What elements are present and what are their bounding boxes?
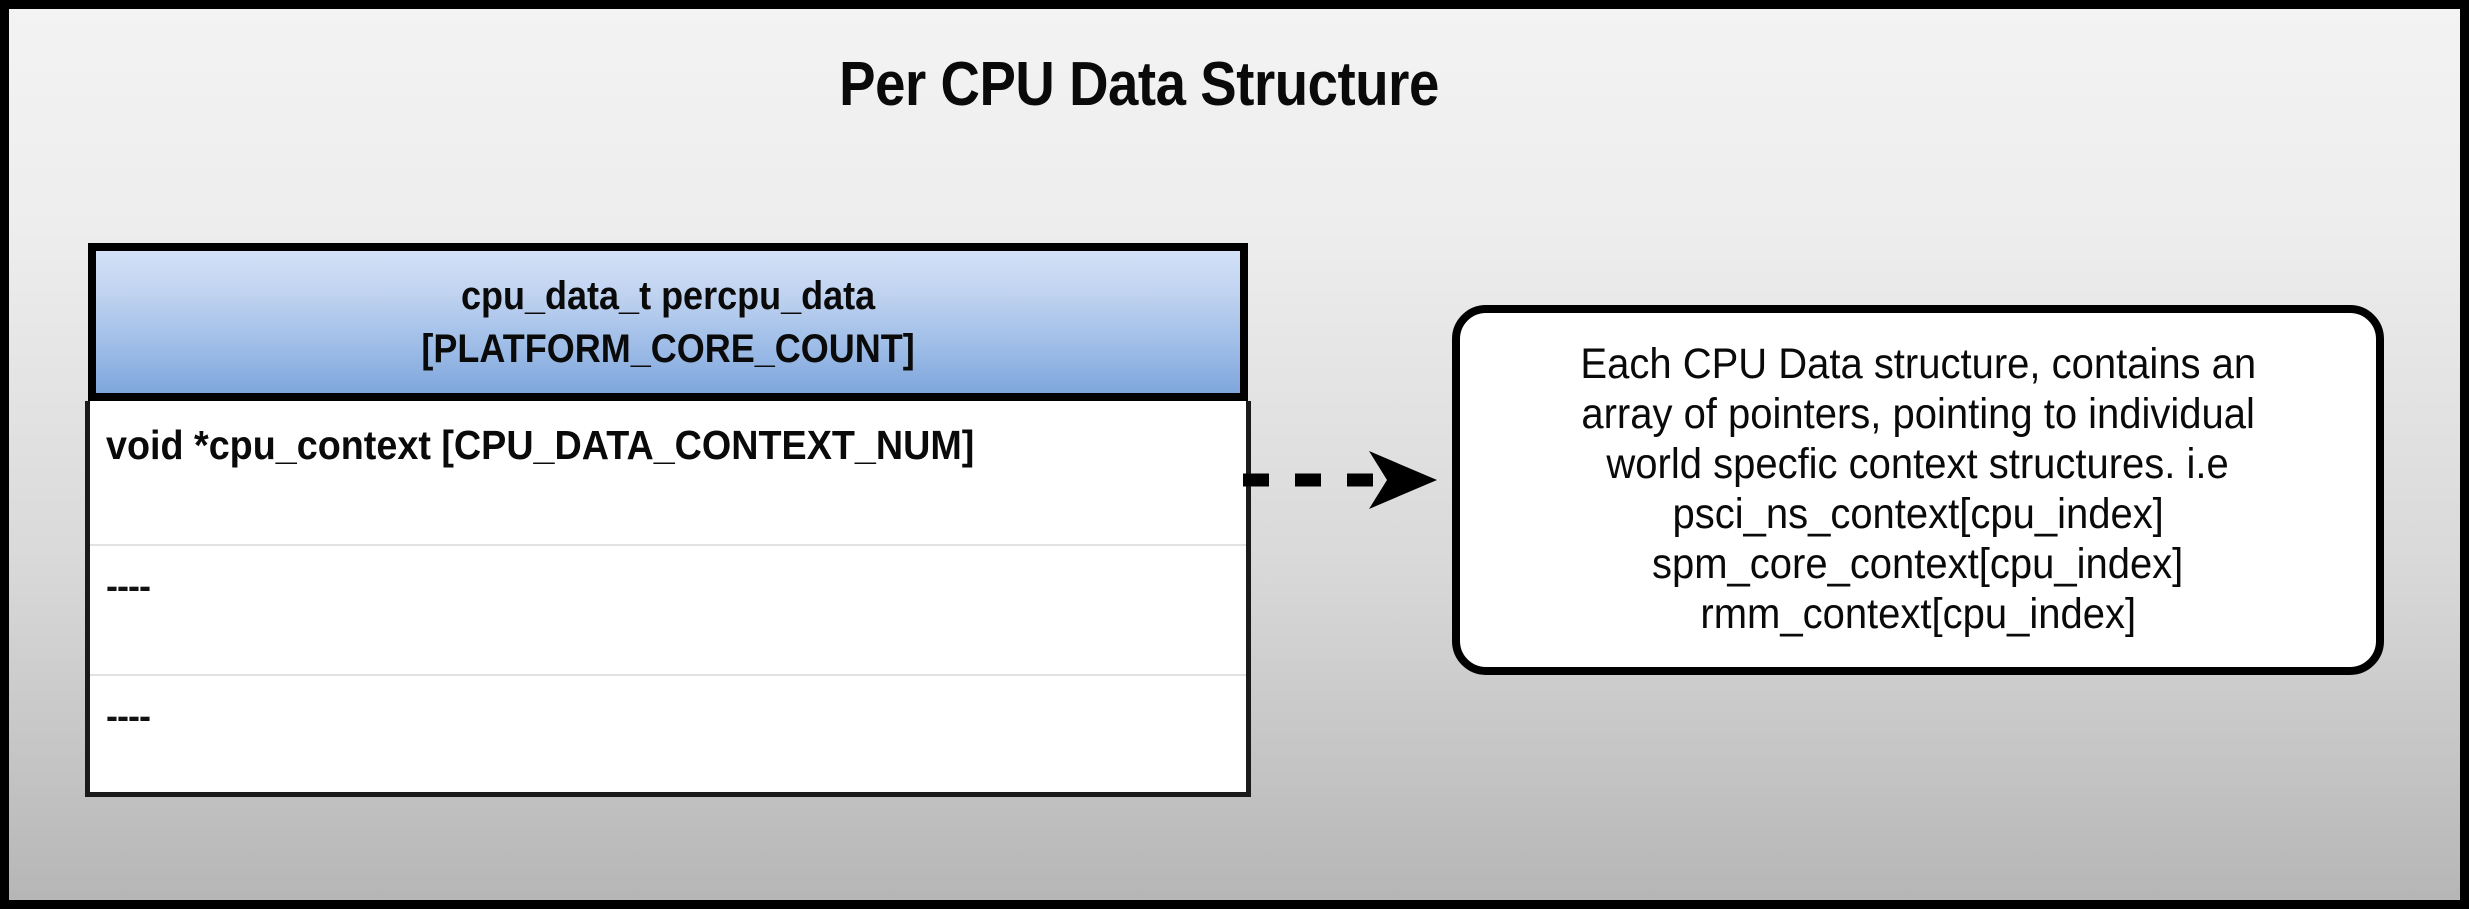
callout-line: spm_core_context[cpu_index] bbox=[1652, 539, 2184, 588]
callout-line: world specfic context structures. i.e bbox=[1606, 440, 2230, 489]
struct-table-body: void *cpu_context [CPU_DATA_CONTEXT_NUM]… bbox=[85, 401, 1251, 797]
page-title: Per CPU Data Structure bbox=[839, 50, 1439, 119]
table-row: ---- bbox=[90, 674, 1246, 794]
callout-box: Each CPU Data structure, contains an arr… bbox=[1452, 305, 2384, 675]
table-row: ---- bbox=[90, 544, 1246, 674]
table-row-label: ---- bbox=[106, 565, 151, 606]
callout-line: psci_ns_context[cpu_index] bbox=[1672, 490, 2164, 538]
struct-header-line-1: cpu_data_t percpu_data bbox=[460, 273, 876, 318]
callout-line: array of pointers, pointing to individua… bbox=[1581, 390, 2255, 439]
dashed-arrow-icon bbox=[1243, 451, 1437, 509]
per-cpu-struct-table: cpu_data_t percpu_data [PLATFORM_CORE_CO… bbox=[85, 243, 1251, 799]
callout-line: Each CPU Data structure, contains an bbox=[1580, 340, 2256, 389]
table-row-label: void *cpu_context [CPU_DATA_CONTEXT_NUM] bbox=[106, 422, 975, 468]
callout-line: rmm_context[cpu_index] bbox=[1700, 589, 2136, 638]
struct-table-header: cpu_data_t percpu_data [PLATFORM_CORE_CO… bbox=[88, 243, 1248, 401]
struct-header-line-2: [PLATFORM_CORE_COUNT] bbox=[421, 326, 915, 371]
table-row: void *cpu_context [CPU_DATA_CONTEXT_NUM] bbox=[90, 401, 1246, 544]
table-row-label: ---- bbox=[106, 695, 151, 736]
